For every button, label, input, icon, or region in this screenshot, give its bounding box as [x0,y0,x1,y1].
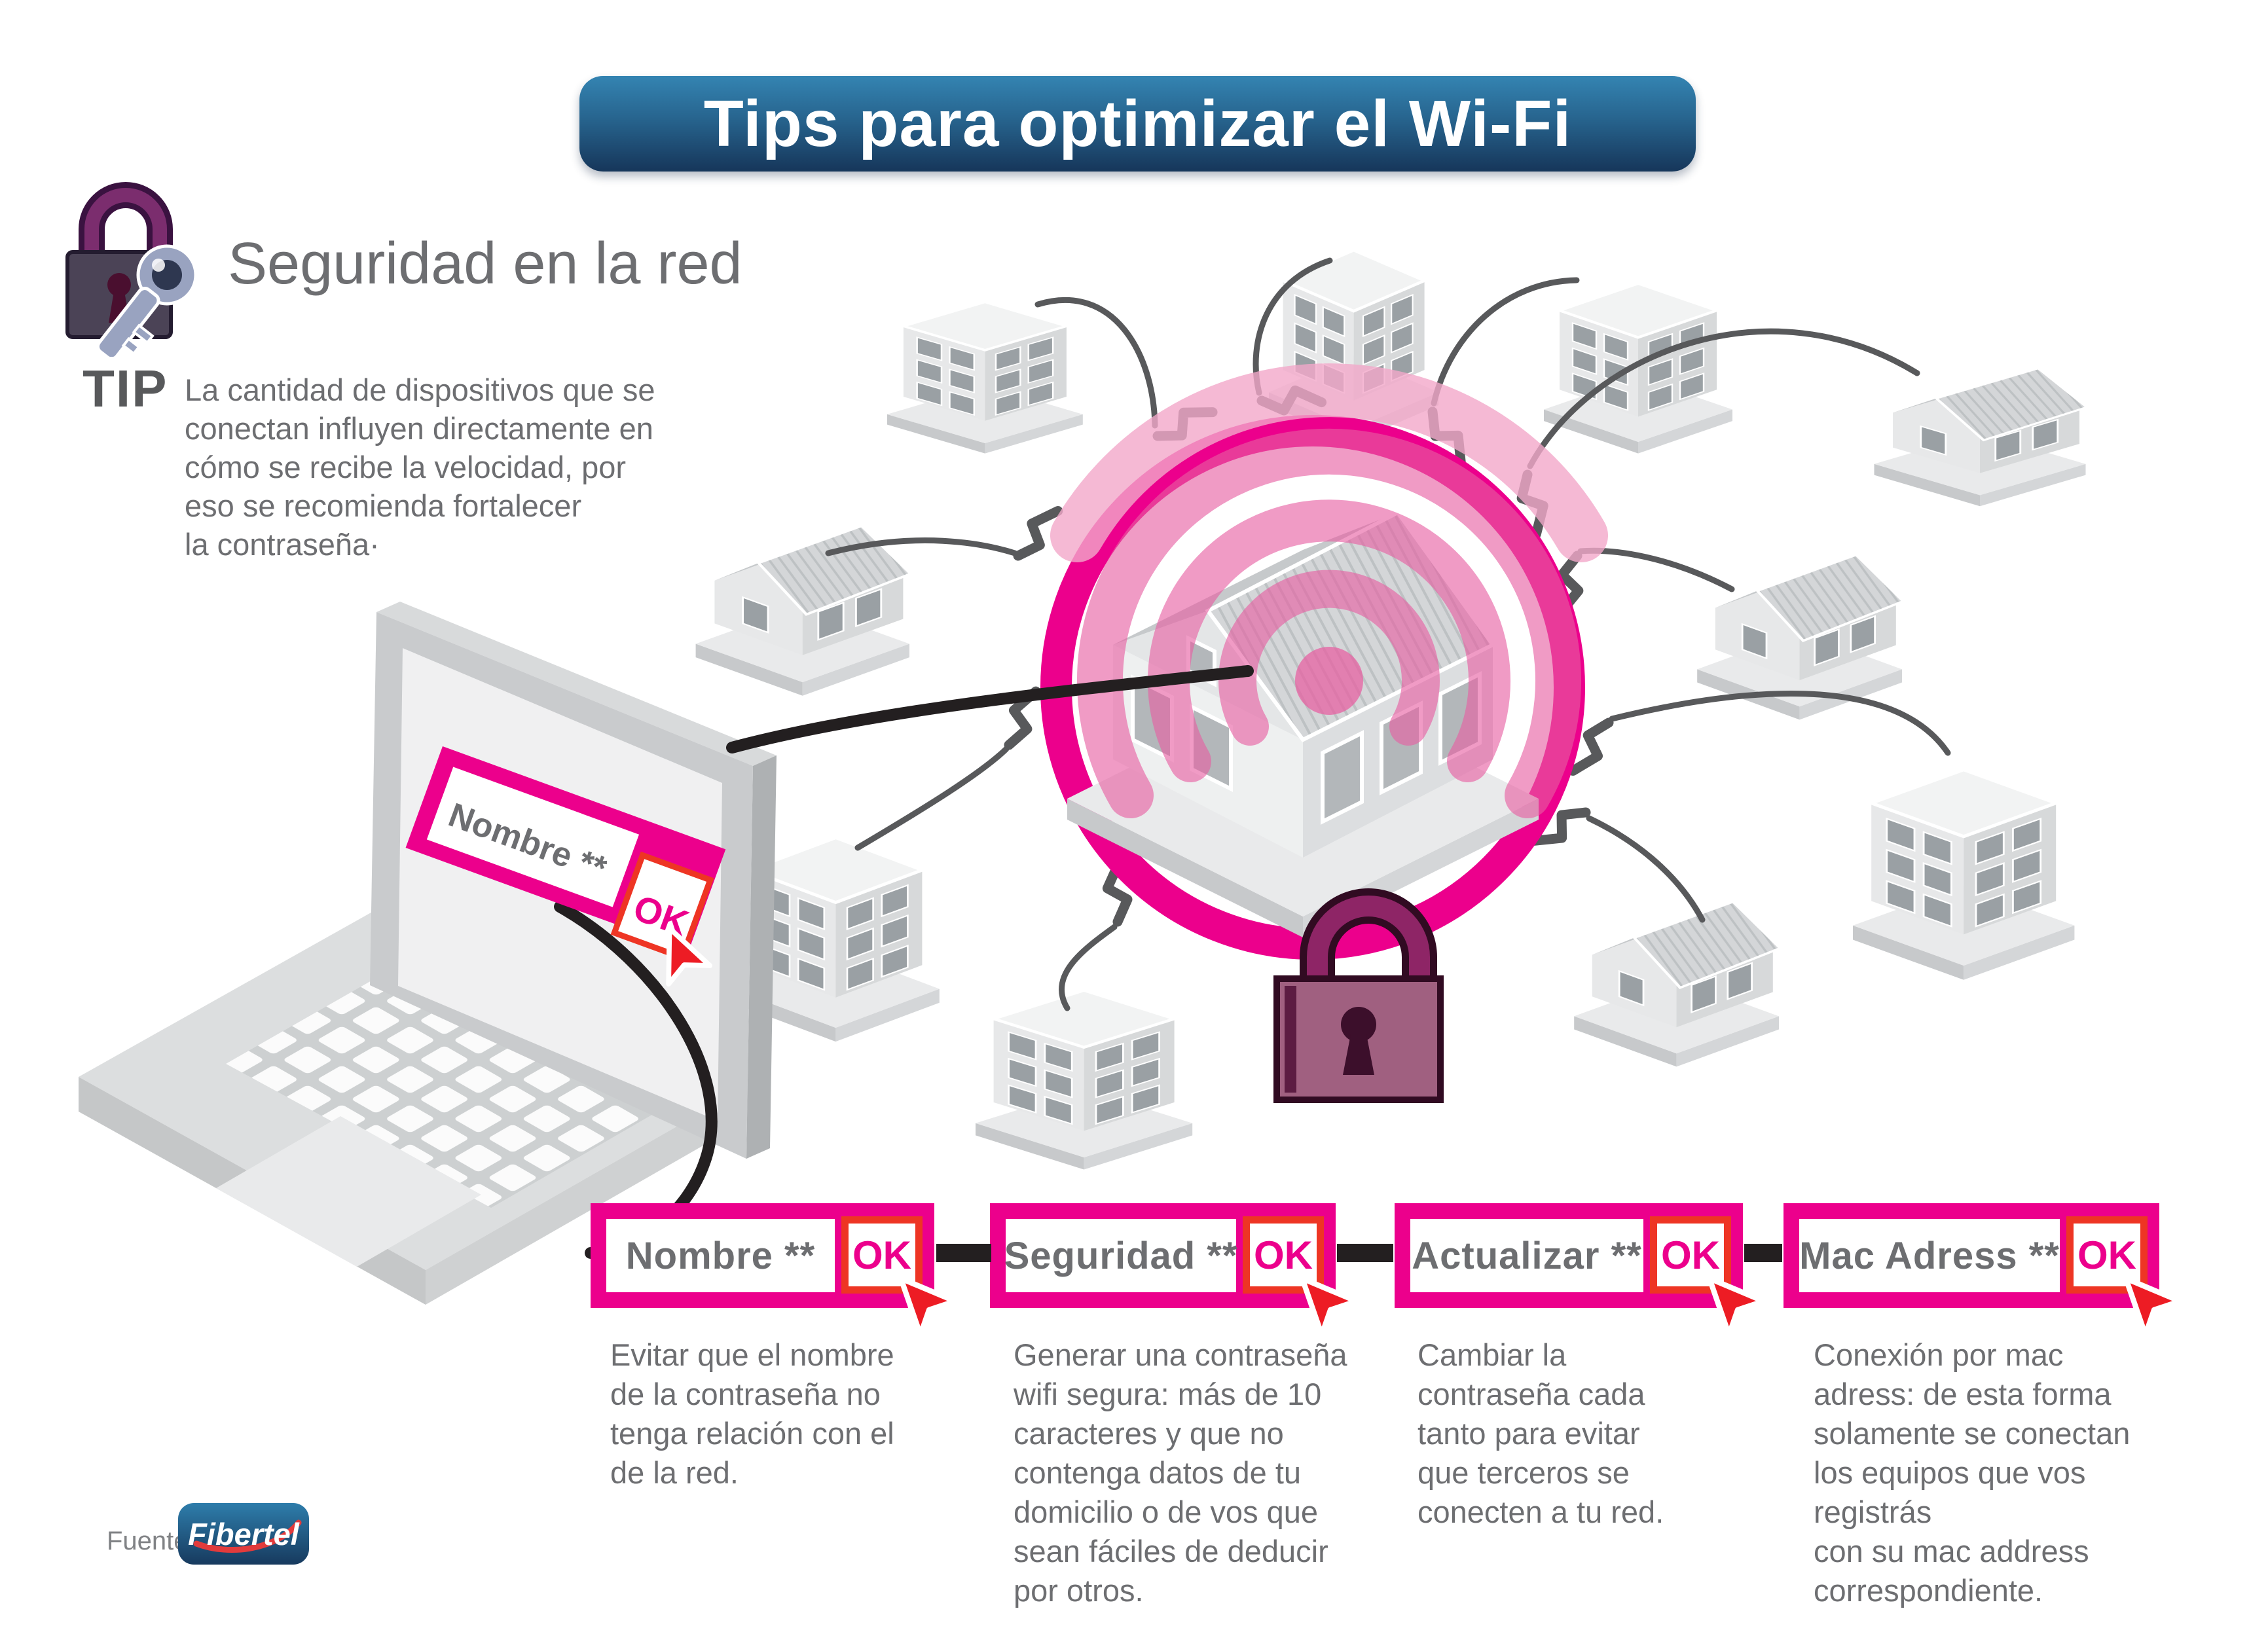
cursor-icon [2123,1275,2186,1338]
fibertel-logo: Fibertel [178,1503,309,1565]
step-connector [1337,1244,1393,1262]
building-apartment [887,302,1083,453]
page-title: Tips para optimizar el Wi-Fi [579,76,1696,172]
step-description: Generar una contraseña wifi segura: más … [1014,1337,1347,1608]
cursor-icon [1299,1275,1362,1338]
building-apartment [1544,283,1732,454]
step-description: Conexión por mac adress: de esta forma s… [1814,1337,2131,1608]
laptop-ok-button[interactable] [610,851,714,962]
step-connector [1744,1244,1782,1262]
step-label: Nombre ** [606,1219,835,1292]
building-house [1574,901,1780,1066]
step-description: Evitar que el nombre de la contraseña no… [610,1337,894,1490]
building-house [1875,369,2087,507]
step-description: Cambiar la contraseña cada tanto para ev… [1418,1337,1664,1529]
step-label: Seguridad ** [1004,1219,1237,1292]
building-apartment [976,990,1192,1170]
step-box-mac-adress: Mac Adress ** OK [1783,1203,2159,1308]
step-box-seguridad: Seguridad ** OK [990,1203,1336,1308]
logo-swoosh [193,1519,302,1553]
building-apartment [1853,770,2074,980]
wifi-signal-icon [1050,363,1608,818]
step-box-actualizar: Actualizar ** OK [1395,1203,1743,1308]
building-house [696,526,911,695]
brand-name: Fibertel [188,1516,299,1551]
tip-text: La cantidad de dispositivos que se conec… [185,372,655,562]
cursor-icon [1706,1275,1769,1338]
cursor-icon [898,1275,960,1338]
connection-lines [825,257,1951,1011]
step-connector [936,1244,991,1262]
padlock-icon [1273,888,1444,1103]
step-label: Actualizar ** [1410,1219,1643,1292]
lock-key-icon [65,182,198,357]
laptop-password-dialog: Nombre ** OK [405,746,726,995]
key-icon [96,244,198,357]
step-label: Mac Adress ** [1799,1219,2060,1292]
section-heading: Seguridad en la red [228,231,742,297]
step-box-nombre: Nombre ** OK [591,1203,934,1308]
tip-label: TIP [82,359,168,418]
